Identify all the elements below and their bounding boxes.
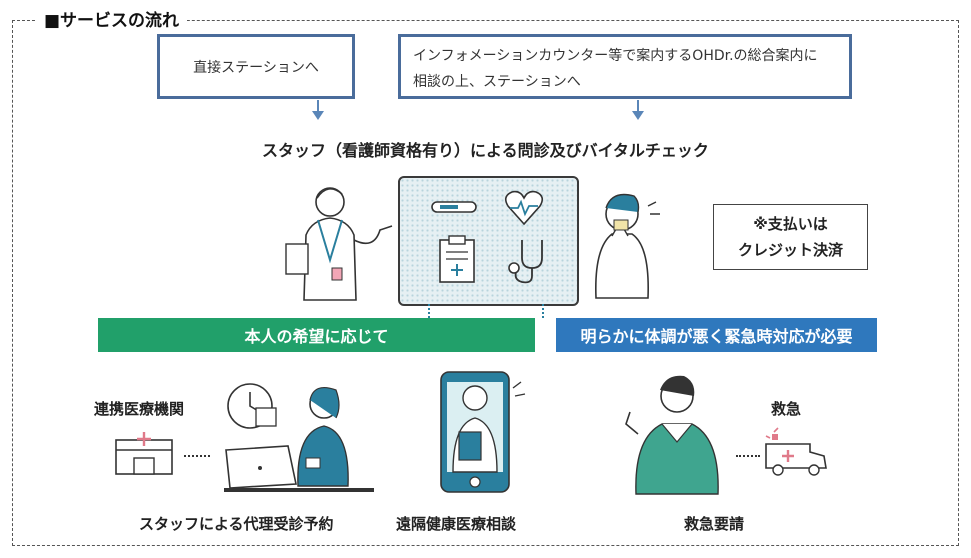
vital-check-panel bbox=[398, 176, 579, 306]
arrow-stem-2 bbox=[637, 100, 639, 112]
thermometer-icon bbox=[431, 201, 477, 213]
connector-left bbox=[428, 304, 430, 318]
flow-frame bbox=[12, 20, 959, 546]
direct-entry-label: 直接ステーションへ bbox=[193, 59, 319, 76]
ambulance-label: 救急 bbox=[771, 400, 802, 418]
hospital-icon bbox=[115, 432, 173, 475]
payment-note: ※支払いは クレジット決済 bbox=[713, 204, 868, 270]
down-arrow-icon bbox=[312, 111, 324, 120]
stethoscope-icon bbox=[508, 240, 543, 284]
connector-right bbox=[542, 304, 544, 318]
direct-entry-box: 直接ステーションへ bbox=[157, 34, 355, 99]
info-entry-line1: インフォメーションカウンター等で案内するOHDr.の総合案内に bbox=[413, 48, 818, 64]
branch-emergency: 明らかに体調が悪く緊急時対応が必要 bbox=[556, 318, 877, 352]
section-title: ■サービスの流れ bbox=[36, 6, 188, 31]
partner-institution-label: 連携医療機関 bbox=[94, 400, 185, 418]
info-entry-box: インフォメーションカウンター等で案内するOHDr.の総合案内に 相談の上、ステー… bbox=[398, 34, 852, 99]
receptionist-illustration bbox=[625, 375, 719, 495]
reservation-label: スタッフによる代理受診予約 bbox=[139, 515, 334, 533]
remote-consult-label: 遠隔健康医療相談 bbox=[396, 515, 517, 533]
clipboard-icon bbox=[439, 235, 475, 283]
payment-note-line2: クレジット決済 bbox=[737, 241, 843, 259]
dotted-link-left bbox=[184, 455, 210, 457]
branch-patient-wish: 本人の希望に応じて bbox=[98, 318, 535, 352]
nurse-illustration bbox=[285, 187, 393, 301]
dotted-link-right bbox=[736, 455, 760, 457]
sick-patient-illustration bbox=[595, 193, 660, 299]
arrow-stem-1 bbox=[317, 100, 319, 112]
payment-note-line1: ※支払いは bbox=[753, 215, 828, 233]
info-entry-line2: 相談の上、ステーションへ bbox=[413, 74, 581, 90]
heart-pulse-icon bbox=[504, 190, 544, 226]
down-arrow-icon bbox=[632, 111, 644, 120]
reservation-staff-illustration bbox=[224, 383, 374, 492]
checkup-heading: スタッフ（看護師資格有り）による問診及びバイタルチェック bbox=[262, 141, 709, 160]
ambulance-icon bbox=[765, 427, 827, 476]
emergency-request-label: 救急要請 bbox=[684, 515, 745, 533]
smartphone-doctor-icon bbox=[440, 371, 526, 493]
